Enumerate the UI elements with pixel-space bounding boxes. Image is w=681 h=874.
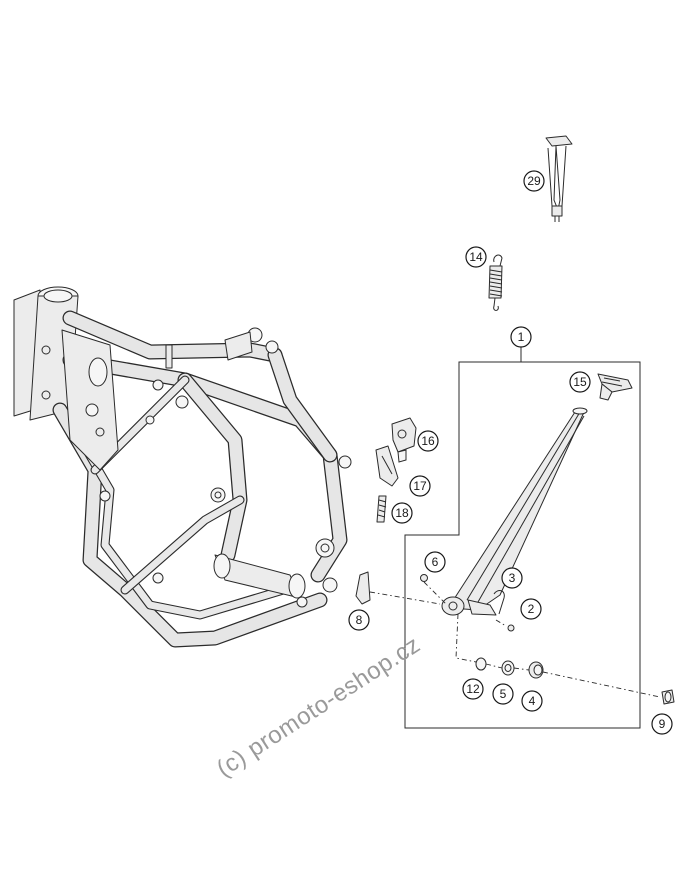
- svg-text:8: 8: [356, 613, 363, 627]
- callout-5: 5: [492, 683, 514, 705]
- part-17-bracket: [375, 445, 399, 487]
- svg-text:5: 5: [500, 687, 507, 701]
- part-8-mount-plate: [355, 571, 371, 605]
- part-2-screw: [507, 624, 515, 632]
- part-4-bushing: [528, 661, 544, 679]
- svg-text:15: 15: [573, 375, 587, 389]
- callout-4: 4: [521, 690, 543, 712]
- callout-9: 9: [651, 713, 673, 735]
- motorcycle-frame: [13, 286, 352, 648]
- svg-text:18: 18: [395, 506, 409, 520]
- svg-text:1: 1: [518, 330, 525, 344]
- assembly-outline: [404, 361, 641, 729]
- callout-3: 3: [501, 567, 523, 589]
- part-5-washer: [501, 660, 515, 676]
- callout-29: 29: [523, 170, 545, 192]
- frame-gusset: [61, 329, 119, 471]
- callout-2: 2: [520, 598, 542, 620]
- part-18-spring: [376, 495, 387, 523]
- callout-15: 15: [569, 371, 591, 393]
- part-1-side-stand-assembly: [404, 344, 641, 729]
- svg-text:12: 12: [466, 682, 480, 696]
- svg-text:4: 4: [529, 694, 536, 708]
- callout-14: 14: [465, 246, 487, 268]
- callout-18: 18: [391, 502, 413, 524]
- svg-text:6: 6: [432, 555, 439, 569]
- part-15-foot-pad: [597, 373, 633, 401]
- part-9-pivot-bolt: [661, 689, 675, 705]
- part-3-spring-pin: [493, 590, 505, 615]
- svg-text:2: 2: [528, 602, 535, 616]
- svg-text:16: 16: [421, 434, 435, 448]
- part-6-bolt: [420, 574, 428, 582]
- part-14-spring: [488, 254, 503, 311]
- part-29-tool: [545, 135, 573, 222]
- svg-text:17: 17: [413, 479, 427, 493]
- svg-text:14: 14: [469, 250, 483, 264]
- callout-17: 17: [409, 475, 431, 497]
- frame-tabs: [99, 327, 352, 608]
- callout-16: 16: [417, 430, 439, 452]
- assembly-axis-lines: [369, 581, 661, 698]
- callout-8: 8: [348, 609, 370, 631]
- svg-text:3: 3: [509, 571, 516, 585]
- callout-12: 12: [462, 678, 484, 700]
- frame-main-spars: [62, 310, 348, 583]
- svg-text:9: 9: [659, 717, 666, 731]
- svg-text:29: 29: [527, 174, 541, 188]
- callout-6: 6: [424, 551, 446, 573]
- frame-crossmember: [210, 487, 338, 599]
- part-12-washer: [475, 657, 487, 671]
- frame-head-tube: [13, 286, 79, 421]
- part-16-sensor: [391, 417, 417, 463]
- callout-1: 1: [510, 326, 532, 348]
